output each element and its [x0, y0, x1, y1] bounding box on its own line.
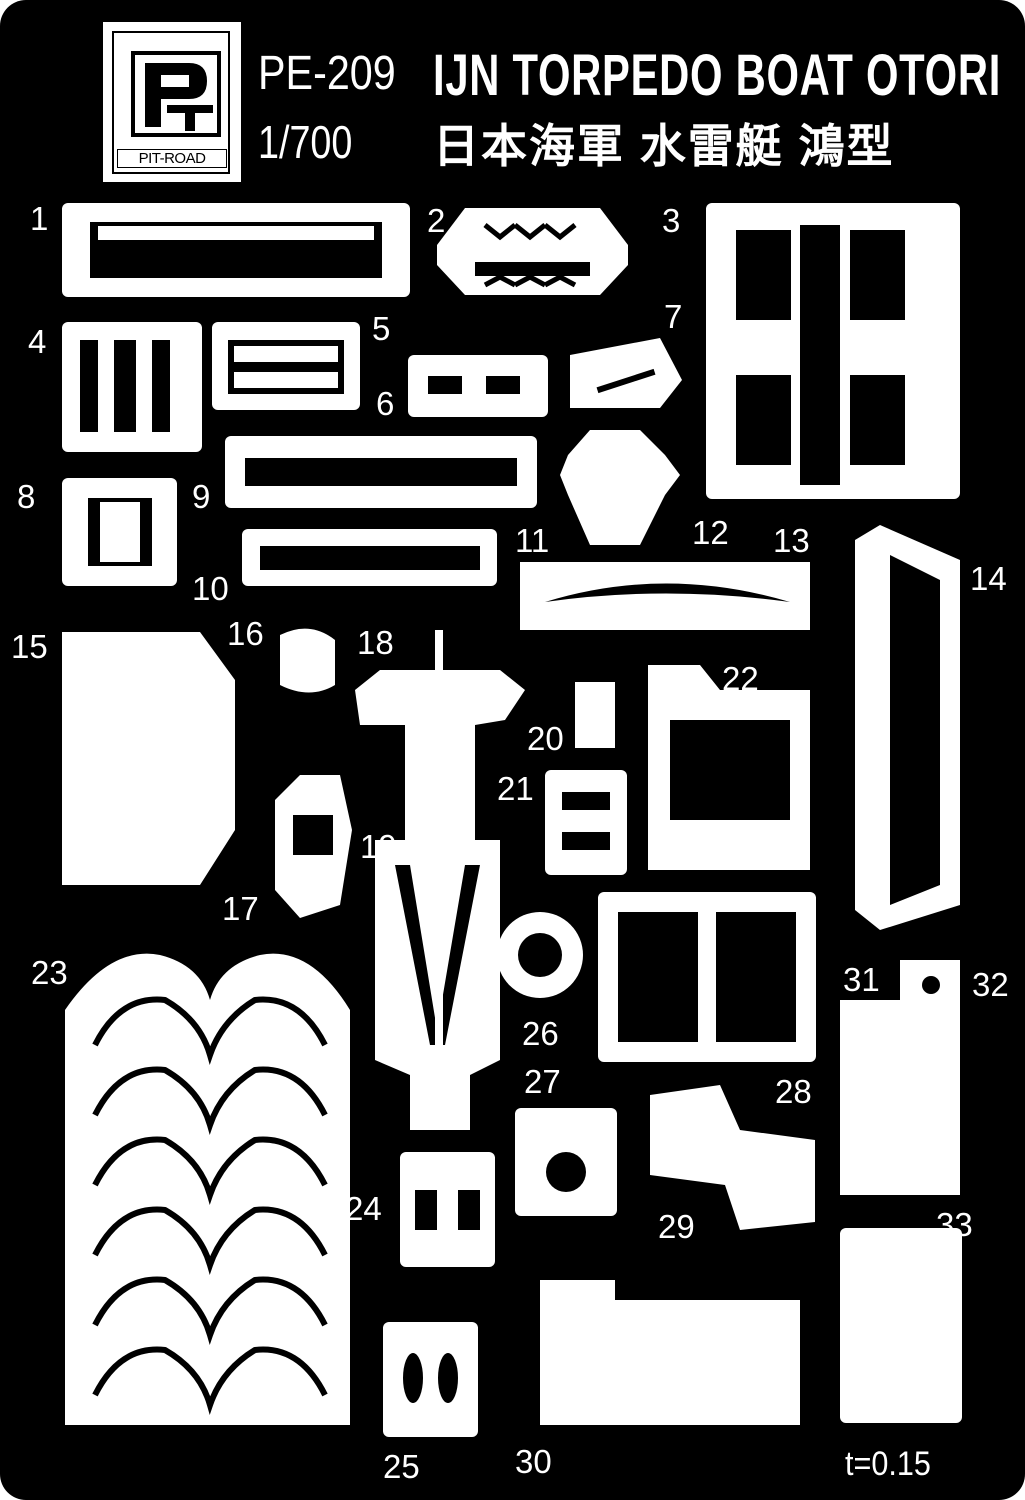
part-label: 4 [28, 323, 47, 360]
part-label: 6 [376, 385, 395, 422]
part-20-small [575, 682, 615, 748]
part-label: 24 [345, 1190, 382, 1227]
part-label: 12 [692, 514, 729, 551]
part-label: 5 [372, 310, 391, 347]
part-29-searchlights [650, 1085, 815, 1230]
part-label: 8 [17, 478, 36, 515]
part-label: 23 [31, 954, 68, 991]
part-2-torpedo-rack [437, 208, 628, 295]
part-22-grate [648, 665, 810, 870]
part-label: 14 [970, 560, 1007, 597]
title-japanese: 日本海軍 水雷艇 鴻型 [433, 120, 895, 172]
part-label: 19 [360, 828, 397, 865]
brand-name: PIT-ROAD [117, 149, 227, 168]
part-18-mast [355, 630, 525, 1130]
scale-label: 1/700 [258, 116, 353, 168]
part-label: 16 [227, 615, 264, 652]
part-26-ring [497, 912, 583, 998]
part-label: 1 [30, 200, 49, 237]
thickness-label: t=0.15 [845, 1445, 931, 1483]
part-23-screw-guards [65, 953, 350, 1425]
part-10-depth-charges [242, 529, 497, 586]
part-28-grate [598, 892, 816, 1062]
part-16-disc [280, 628, 335, 693]
part-label: 26 [522, 1015, 559, 1052]
part-label: 22 [722, 660, 759, 697]
part-27-mount [515, 1108, 617, 1216]
part-21-reels [545, 770, 627, 875]
part-1-railing [62, 203, 410, 297]
part-label: 21 [497, 770, 534, 807]
part-15-bridge-deck [62, 632, 235, 885]
part-3-davits [706, 203, 960, 499]
part-5-truss [212, 322, 360, 410]
part-label: 27 [524, 1063, 561, 1100]
part-label: 28 [775, 1073, 812, 1110]
product-code: PE-209 [258, 47, 396, 100]
part-31-32-fittings [840, 960, 960, 1195]
part-label: 17 [222, 890, 259, 927]
title-english: IJN TORPEDO BOAT OTORI [433, 43, 1002, 108]
part-label: 2 [427, 202, 446, 239]
part-label: 29 [658, 1208, 695, 1245]
part-24-hatches [400, 1152, 495, 1267]
part-12-platform [560, 430, 680, 545]
pit-road-logo-icon [131, 51, 221, 137]
part-label: 18 [357, 624, 394, 661]
part-label: 32 [972, 966, 1009, 1003]
pit-road-logo: PIT-ROAD [103, 22, 241, 182]
part-label: 11 [515, 522, 550, 559]
part-label: 33 [936, 1206, 973, 1243]
part-25-hatches [383, 1322, 478, 1437]
part-label: 7 [664, 298, 683, 335]
part-label: 20 [527, 720, 564, 757]
part-label: 25 [383, 1448, 420, 1485]
part-11-13-bow-piece [520, 562, 810, 630]
part-33-fittings [840, 1228, 962, 1423]
part-label: 31 [843, 961, 880, 998]
part-label: 3 [662, 202, 681, 239]
part-14-hull-side [855, 525, 960, 930]
part-17-19-bracket [275, 775, 352, 918]
part-9-depth-charges [225, 436, 537, 508]
part-30-davit-set [540, 1280, 800, 1425]
part-label: 15 [11, 628, 48, 665]
part-label: 30 [515, 1443, 552, 1480]
part-label: 10 [192, 570, 229, 607]
part-8-bracket [62, 478, 177, 586]
part-6-bollards [408, 355, 548, 417]
part-7-strip [570, 338, 682, 408]
part-label: 9 [192, 478, 211, 515]
part-4-ladders [62, 322, 202, 452]
part-label: 13 [773, 522, 810, 559]
